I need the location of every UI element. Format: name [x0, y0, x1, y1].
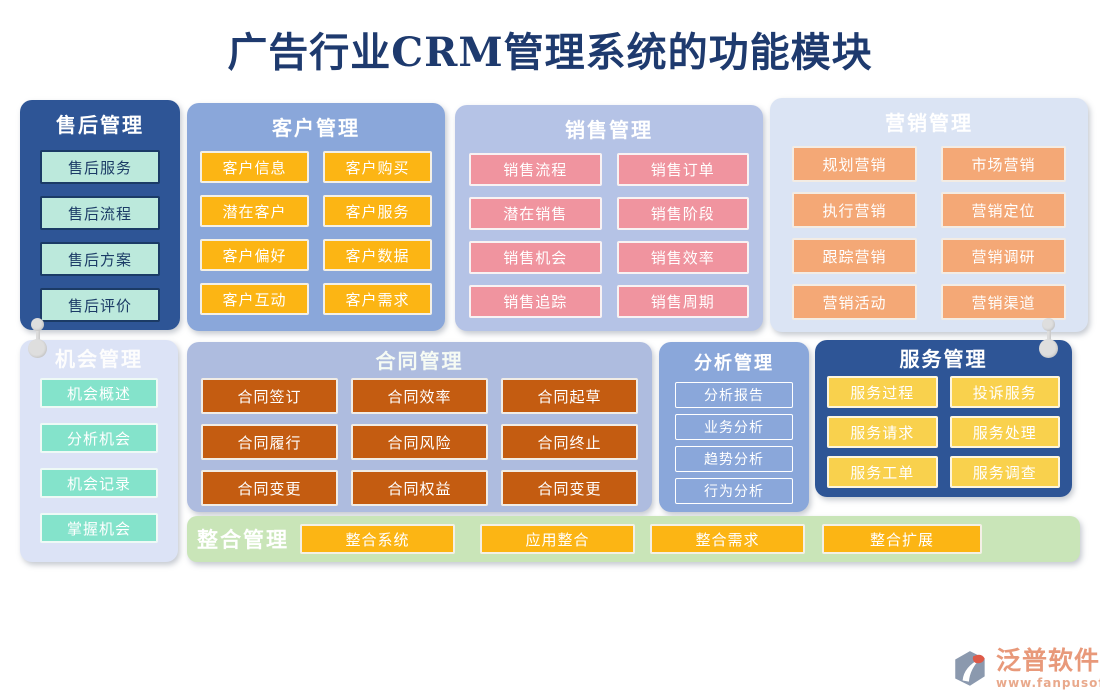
panel-title: 营销管理 [885, 111, 973, 135]
brand-name: 泛普软件 [996, 646, 1100, 675]
module-button[interactable]: 潜在销售 [469, 197, 602, 230]
module-button[interactable]: 跟踪营销 [792, 238, 917, 274]
module-button[interactable]: 整合扩展 [822, 524, 982, 554]
module-button[interactable]: 执行营销 [792, 192, 917, 228]
module-button[interactable]: 销售机会 [469, 241, 602, 274]
connector-pin-icon [1039, 318, 1059, 360]
module-button[interactable]: 服务调查 [949, 456, 1060, 488]
module-button[interactable]: 投诉服务 [949, 376, 1060, 408]
module-button[interactable]: 分析报告 [675, 382, 793, 408]
module-button[interactable]: 销售流程 [469, 153, 602, 186]
module-button[interactable]: 应用整合 [480, 524, 635, 554]
panel-title: 服务管理 [899, 347, 988, 371]
module-button[interactable]: 客户数据 [323, 239, 432, 271]
module-button[interactable]: 服务过程 [827, 376, 938, 408]
module-button[interactable]: 整合需求 [650, 524, 805, 554]
module-button[interactable]: 行为分析 [675, 478, 793, 504]
module-button[interactable]: 客户互动 [200, 283, 309, 315]
module-button[interactable]: 合同权益 [351, 470, 488, 506]
module-button[interactable]: 市场营销 [941, 146, 1066, 182]
module-button[interactable]: 销售周期 [616, 285, 749, 318]
module-button[interactable]: 营销活动 [792, 284, 917, 320]
module-button[interactable]: 合同履行 [201, 424, 338, 460]
fanpu-logo-icon [955, 651, 985, 686]
panel-title: 整合管理 [197, 527, 289, 552]
module-button[interactable]: 营销定位 [941, 192, 1066, 228]
module-button[interactable]: 服务工单 [827, 456, 938, 488]
module-button[interactable]: 规划营销 [792, 146, 917, 182]
module-button[interactable]: 销售订单 [616, 153, 749, 186]
panel-marketing: 营销管理 规划营销 市场营销 执行营销 营销定位 跟踪营销 营销调研 营销活动 … [770, 98, 1088, 332]
module-button[interactable]: 服务请求 [827, 416, 938, 448]
panel-analysis: 分析管理 分析报告 业务分析 趋势分析 行为分析 [659, 342, 809, 512]
brand-url: www.fanpusoft.com [996, 676, 1100, 690]
panel-title: 客户管理 [272, 116, 360, 140]
module-button[interactable]: 合同效率 [351, 378, 488, 414]
module-button[interactable]: 掌握机会 [40, 513, 158, 543]
module-button[interactable]: 合同风险 [351, 424, 488, 460]
panel-after-sales: 售后管理 售后服务 售后流程 售后方案 售后评价 [20, 100, 180, 330]
module-button[interactable]: 合同变更 [501, 470, 638, 506]
panel-customer: 客户管理 客户信息 客户购买 潜在客户 客户服务 客户偏好 客户数据 客户互动 … [187, 103, 445, 331]
panel-sales: 销售管理 销售流程 销售订单 潜在销售 销售阶段 销售机会 销售效率 销售追踪 … [455, 105, 763, 331]
module-button[interactable]: 趋势分析 [675, 446, 793, 472]
module-button[interactable]: 合同起草 [501, 378, 638, 414]
panel-integration: 整合管理 整合系统 应用整合 整合需求 整合扩展 [187, 516, 1080, 562]
module-button[interactable]: 客户需求 [323, 283, 432, 315]
panel-contract: 合同管理 合同签订 合同效率 合同起草 合同履行 合同风险 合同终止 合同变更 … [187, 342, 652, 512]
panel-title: 合同管理 [375, 349, 464, 373]
module-button[interactable]: 客户信息 [200, 151, 309, 183]
brand-logo: 泛普软件 www.fanpusoft.com [950, 646, 1100, 698]
panel-opportunity: 机会管理 机会概述 分析机会 机会记录 掌握机会 [20, 340, 178, 562]
panel-title: 售后管理 [56, 113, 144, 137]
module-button[interactable]: 营销调研 [941, 238, 1066, 274]
panel-title: 机会管理 [55, 347, 143, 371]
panel-title: 销售管理 [565, 118, 653, 142]
module-button[interactable]: 业务分析 [675, 414, 793, 440]
module-button[interactable]: 售后流程 [40, 196, 160, 230]
module-button[interactable]: 服务处理 [949, 416, 1060, 448]
module-button[interactable]: 机会记录 [40, 468, 158, 498]
module-button[interactable]: 客户购买 [323, 151, 432, 183]
module-button[interactable]: 售后方案 [40, 242, 160, 276]
page-title: 广告行业CRM管理系统的功能模块 [227, 29, 873, 76]
module-button[interactable]: 销售追踪 [469, 285, 602, 318]
module-button[interactable]: 客户偏好 [200, 239, 309, 271]
panel-service: 服务管理 服务过程 投诉服务 服务请求 服务处理 服务工单 服务调查 [815, 340, 1072, 497]
module-button[interactable]: 潜在客户 [200, 195, 309, 227]
module-button[interactable]: 销售阶段 [616, 197, 749, 230]
module-button[interactable]: 分析机会 [40, 423, 158, 453]
module-button[interactable]: 合同变更 [201, 470, 338, 506]
module-button[interactable]: 售后评价 [40, 288, 160, 322]
panel-title: 分析管理 [694, 353, 774, 374]
module-button[interactable]: 销售效率 [616, 241, 749, 274]
module-button[interactable]: 合同签订 [201, 378, 338, 414]
module-button[interactable]: 营销渠道 [941, 284, 1066, 320]
module-button[interactable]: 客户服务 [323, 195, 432, 227]
module-button[interactable]: 机会概述 [40, 378, 158, 408]
module-button[interactable]: 售后服务 [40, 150, 160, 184]
connector-pin-icon [28, 318, 48, 360]
module-button[interactable]: 合同终止 [501, 424, 638, 460]
module-button[interactable]: 整合系统 [300, 524, 455, 554]
